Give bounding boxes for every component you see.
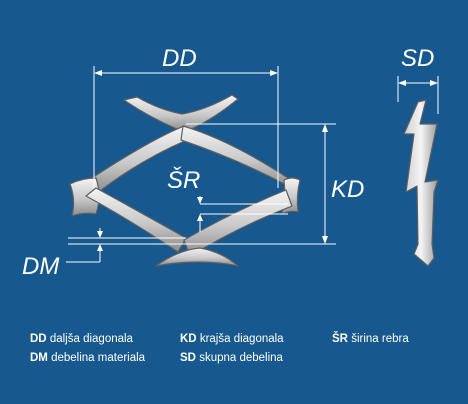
strand-left-node [69,177,100,217]
kd-label: KD [331,176,364,203]
side-profile [403,99,439,267]
sr-label: ŠR [167,166,200,194]
strand-lower-right [183,189,293,257]
strand-bottom [155,247,239,267]
strand-top [123,94,239,133]
dimension-arrows [94,70,438,251]
strand-lower-left [85,187,187,253]
dd-label: DD [162,45,197,72]
mesh-strands [69,94,301,267]
sd-label: SD [401,45,434,72]
dm-label: DM [22,253,59,280]
dimension-lines [66,66,439,263]
